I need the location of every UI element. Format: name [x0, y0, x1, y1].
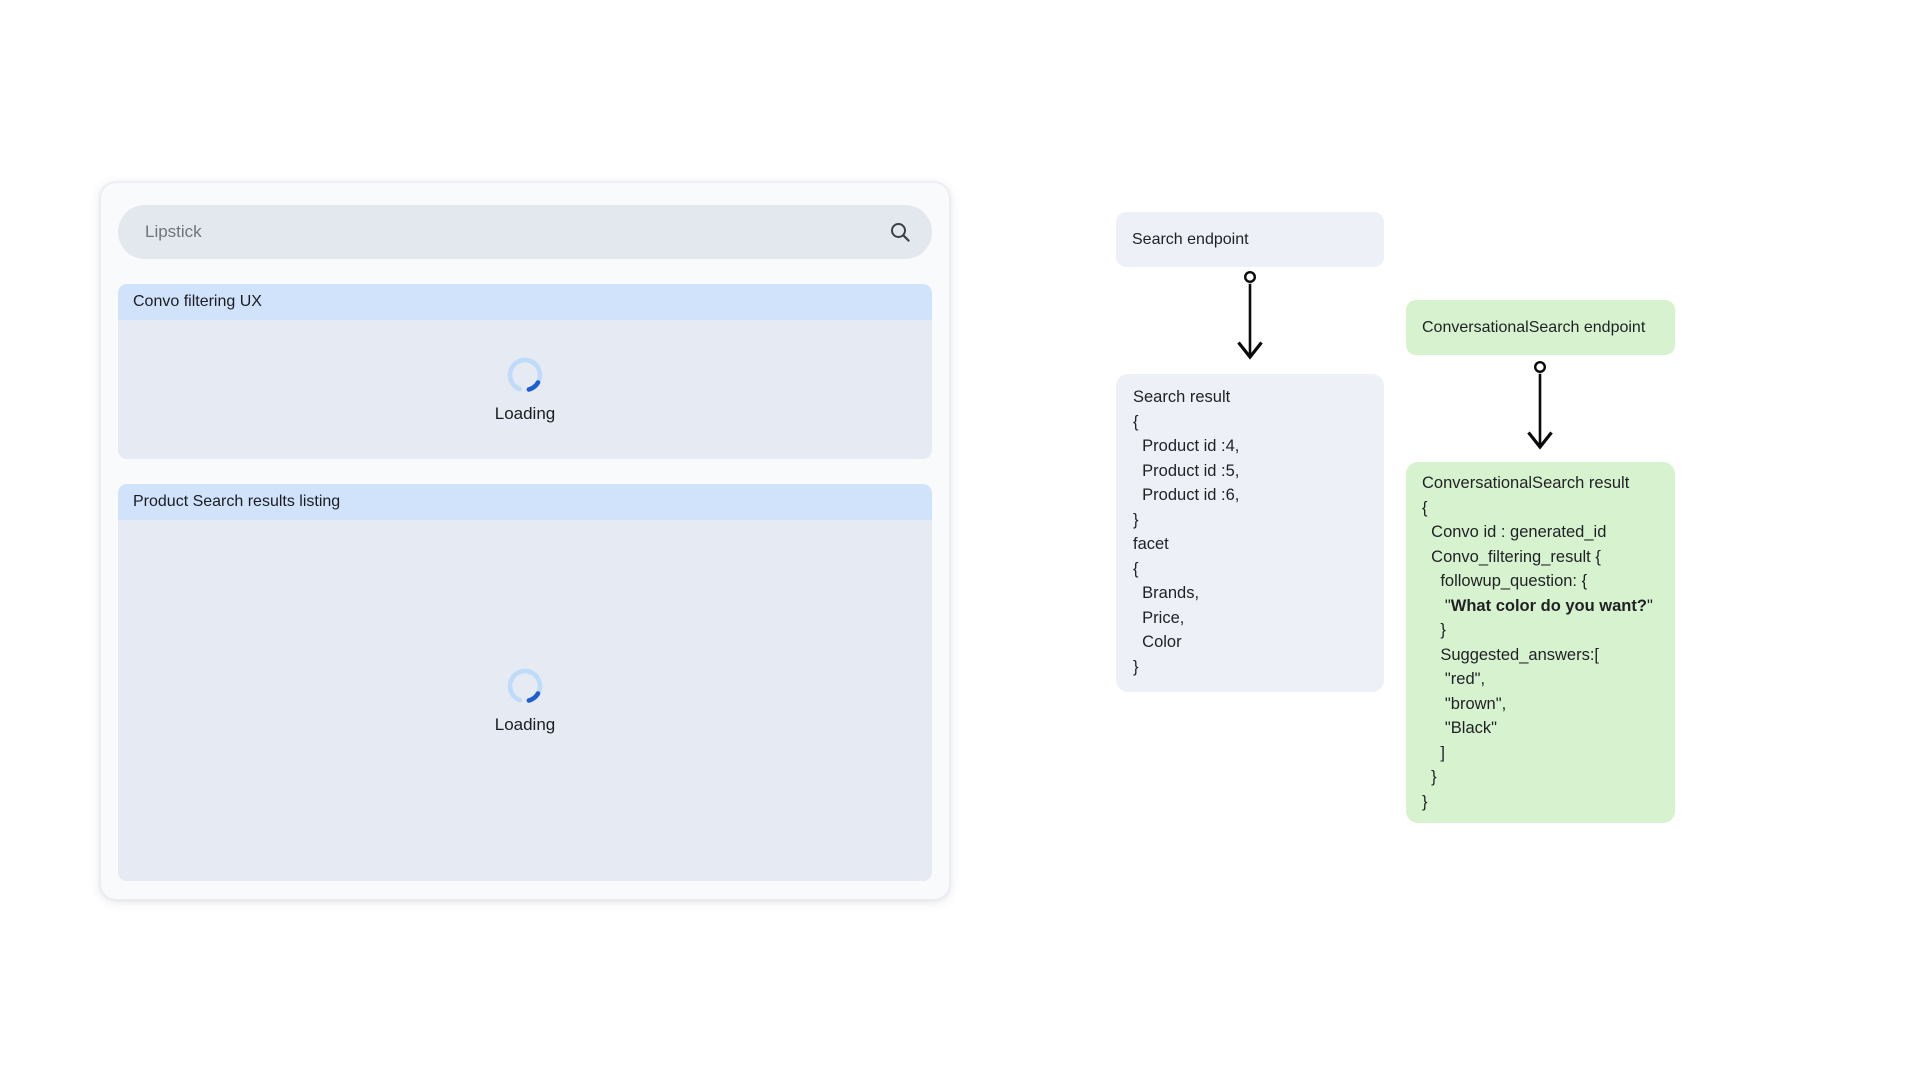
search-ui-mockup-panel: Convo filtering UX Loading Product Searc… [100, 182, 950, 900]
search-result-box: Search result { Product id :4, Product i… [1116, 374, 1384, 692]
search-icon[interactable] [888, 220, 912, 244]
search-bar[interactable] [118, 205, 932, 259]
search-flow-arrow-icon [1237, 270, 1263, 360]
search-endpoint-box: Search endpoint [1116, 212, 1384, 267]
product-results-section: Product Search results listing Loading [118, 484, 932, 881]
loading-spinner-icon [507, 357, 543, 392]
convo-filtering-section: Convo filtering UX Loading [118, 284, 932, 459]
section-header-product-results: Product Search results listing [118, 484, 932, 520]
section-header-convo-filtering: Convo filtering UX [118, 284, 932, 320]
conversational-flow-arrow-icon [1527, 360, 1553, 450]
conversational-search-endpoint-label: ConversationalSearch endpoint [1422, 318, 1646, 336]
followup-question-text: What color do you want? [1450, 596, 1647, 615]
conversational-search-result-json: { Convo id : generated_id Convo_filterin… [1422, 496, 1665, 815]
conversational-search-result-title: ConversationalSearch result [1422, 474, 1630, 492]
section-body-product-results: Loading [118, 520, 932, 881]
search-result-json: { Product id :4, Product id :5, Product … [1133, 412, 1240, 676]
conversational-search-result-box: ConversationalSearch result { Convo id :… [1406, 462, 1675, 823]
search-input[interactable] [143, 221, 888, 243]
loading-text: Loading [494, 715, 556, 734]
search-endpoint-label: Search endpoint [1132, 230, 1249, 248]
loading-spinner-icon [507, 668, 543, 703]
section-body-convo-filtering: Loading [118, 320, 932, 459]
convo-json-after: " } Suggested_answers:[ "red", "brown", … [1422, 596, 1653, 811]
convo-json-before: { Convo id : generated_id Convo_filterin… [1422, 498, 1607, 615]
search-result-title: Search result [1133, 388, 1231, 406]
loading-text: Loading [494, 404, 556, 423]
conversational-search-endpoint-box: ConversationalSearch endpoint [1406, 300, 1675, 355]
